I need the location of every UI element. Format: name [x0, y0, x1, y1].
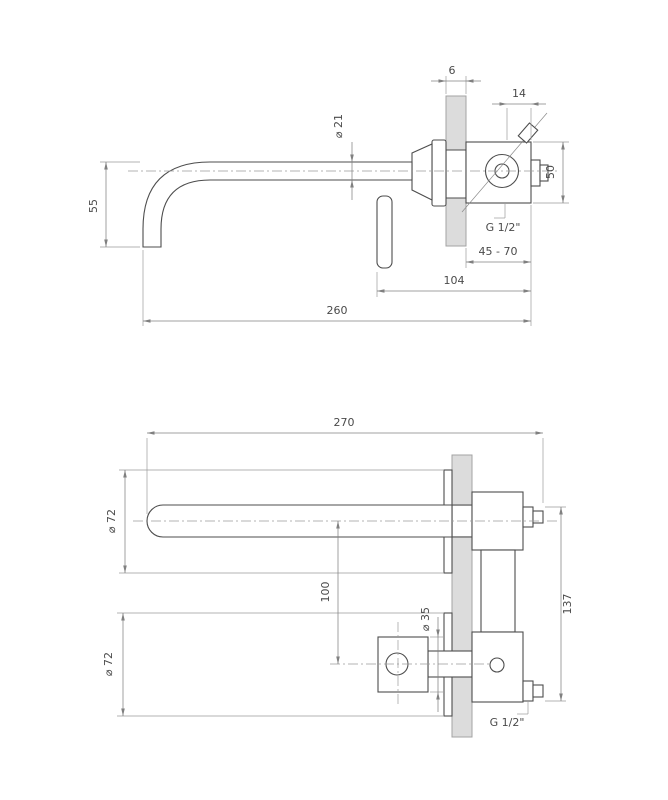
thread-fitting-tip-side — [539, 164, 549, 182]
dim-label-reach-270: 270 — [334, 416, 355, 429]
dim-rosette-72-top: ⌀ 72 — [105, 469, 443, 574]
thread-label-bottom-text: G 1/2" — [490, 716, 525, 729]
dim-label-body-height-50: 50 — [544, 165, 557, 179]
wall-passthrough — [446, 150, 466, 198]
bottom-view: 270 ⌀ 72 ⌀ 72 100 ⌀ 35 — [102, 416, 574, 738]
dim-label-body-depth-104: 104 — [444, 274, 465, 287]
thread-label-bottom: G 1/2" — [490, 702, 529, 729]
spout-side-view — [142, 161, 413, 248]
dim-label-centers-100: 100 — [319, 582, 332, 603]
dim-body-height-50: 50 — [533, 141, 569, 204]
dim-offset-14: 14 — [492, 87, 546, 140]
valve-detail-circle — [489, 657, 505, 673]
handle-side-view — [376, 195, 393, 269]
dim-label-offset-14: 14 — [512, 87, 526, 100]
dim-rosette-72-bottom: ⌀ 72 — [102, 612, 443, 717]
thread-fitting-side — [530, 159, 541, 187]
handle-adapter — [517, 122, 539, 144]
thread-fitting-upper-tip — [532, 510, 544, 524]
dim-label-spout-diameter: ⌀ 21 — [332, 114, 345, 138]
thread-label-top: G 1/2" — [486, 204, 521, 234]
top-view: 6 14 ⌀ 21 50 55 — [87, 64, 569, 326]
dim-reach-260: 260 — [142, 250, 531, 326]
dim-body-depth-104: 104 — [376, 272, 531, 297]
dim-reach-270: 270 — [146, 416, 544, 514]
thread-fitting-upper — [522, 506, 534, 528]
thread-label-top-text: G 1/2" — [486, 221, 521, 234]
mixer-body-lower — [471, 631, 524, 703]
dim-spout-height-55: 55 — [87, 161, 140, 248]
dim-handle-diameter-35: ⌀ 35 — [419, 607, 443, 712]
escutcheon — [431, 139, 447, 207]
thread-fitting-lower-tip — [532, 684, 544, 698]
spout-collar — [411, 143, 433, 201]
dim-label-depth-range: 45 - 70 — [479, 245, 518, 258]
dim-centers-100: 100 — [319, 521, 340, 664]
dim-label-rosette-72-top: ⌀ 72 — [105, 509, 118, 533]
thread-fitting-lower — [522, 680, 534, 702]
dim-label-wall-thickness: 6 — [449, 64, 456, 77]
dim-wall-thickness: 6 — [431, 64, 481, 94]
dim-label-handle-diameter-35: ⌀ 35 — [419, 607, 432, 631]
dim-label-reach-260: 260 — [327, 304, 348, 317]
dim-label-spout-height-55: 55 — [87, 199, 100, 213]
dim-depth-range: 45 - 70 — [465, 205, 532, 326]
dim-body-length-137: 137 — [545, 506, 574, 702]
mixer-body-connector — [480, 549, 516, 633]
dim-label-rosette-72-bottom: ⌀ 72 — [102, 652, 115, 676]
dim-spout-diameter: ⌀ 21 — [332, 114, 354, 200]
dim-label-body-length-137: 137 — [561, 594, 574, 615]
wall-section-plan — [451, 454, 473, 738]
